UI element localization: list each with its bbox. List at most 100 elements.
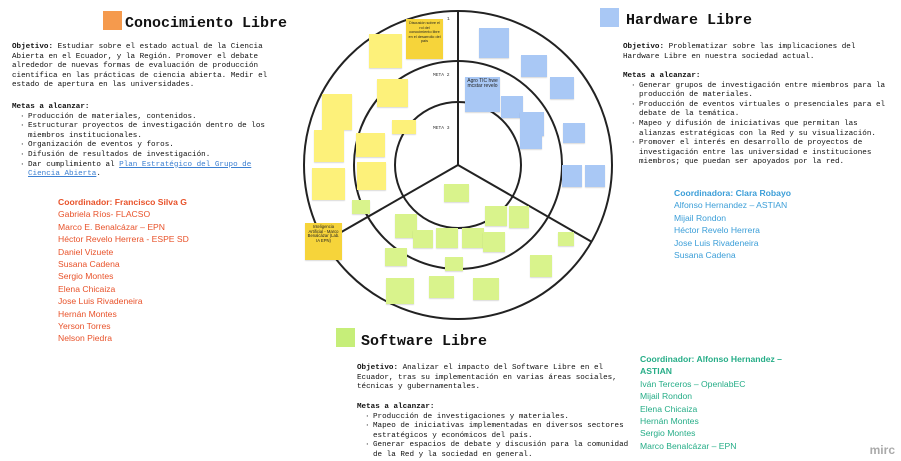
software-title: Software Libre <box>361 333 488 350</box>
sticky-note[interactable] <box>357 162 386 190</box>
sticky-note[interactable]: Discusión sobre el rol del conocimiento … <box>406 19 443 59</box>
blue-square-icon <box>600 8 619 27</box>
meta-item: Promover el interés en desarrollo de pro… <box>631 139 893 168</box>
sticky-note[interactable] <box>322 94 352 130</box>
member: Iván Terceros – OpenlabEC <box>640 378 746 389</box>
meta-item: Difusión de resultados de investigación. <box>20 151 287 161</box>
sticky-note[interactable] <box>562 165 582 187</box>
green-square-icon <box>336 328 355 347</box>
metas-label: Metas a alcanzar: <box>357 403 435 411</box>
member: Mijail Rondon <box>640 391 693 402</box>
objetivo-text: Problematizar sobre las implicaciones de… <box>623 43 856 61</box>
metas-label: Metas a alcanzar: <box>12 103 90 111</box>
objetivo-label: Objetivo: <box>623 43 665 51</box>
sticky-note[interactable]: Agro TIC hwe mcstar revelo <box>465 77 500 112</box>
sticky-note[interactable] <box>436 228 458 248</box>
objetivo-text: Estudiar sobre el estado actual de la Ci… <box>12 43 268 90</box>
member: Marco E. Benalcázar – EPN <box>58 221 165 232</box>
sticky-note[interactable]: Inteligencia Artificial - Marco Benalcáz… <box>305 223 342 260</box>
metas-label: Metas a alcanzar: <box>623 72 701 80</box>
sticky-note[interactable] <box>352 200 370 214</box>
member: Yerson Torres <box>58 321 111 332</box>
sticky-note[interactable] <box>473 278 499 300</box>
sticky-note[interactable] <box>521 55 547 77</box>
sticky-note[interactable] <box>385 248 407 266</box>
sticky-note[interactable] <box>444 184 469 202</box>
sticky-note[interactable] <box>563 123 585 143</box>
hardware-title: Hardware Libre <box>626 12 753 29</box>
member: Elena Chicaiza <box>640 403 698 414</box>
sticky-note[interactable] <box>312 168 345 200</box>
member: Héctor Revelo Herrera <box>674 225 760 236</box>
member: Jose Luis Rivadeneira <box>674 237 759 248</box>
conocimiento-metas: Metas a alcanzar: Producción de material… <box>12 103 287 180</box>
sticky-note[interactable] <box>520 135 542 149</box>
metas-list: Generar grupos de investigación entre mi… <box>623 82 893 168</box>
meta-item: Mapeo y difusión de iniciativas que perm… <box>631 120 893 139</box>
member: Hernán Montes <box>640 416 699 427</box>
objetivo-label: Objetivo: <box>357 364 399 372</box>
sticky-note[interactable] <box>520 112 544 136</box>
sticky-note[interactable] <box>483 232 505 252</box>
sticky-note[interactable] <box>429 276 454 298</box>
software-people: Coordinador: Alfonso Hernandez – ASTIAN … <box>640 353 800 452</box>
sticky-note[interactable] <box>386 278 414 304</box>
ring-label-meta-3: META 3 <box>433 126 450 131</box>
miro-logo: mirc <box>869 443 895 457</box>
metas-list: Producción de materiales, contenidos. Es… <box>12 113 287 180</box>
sticky-note[interactable] <box>369 34 402 68</box>
sticky-note[interactable] <box>509 206 529 228</box>
meta-item: Dar cumplimiento al Plan Estratégico del… <box>20 160 287 180</box>
member: Marco Benalcázar – EPN <box>640 440 737 451</box>
member: Elena Chicaiza <box>58 283 116 294</box>
software-objetivo: Objetivo: Analizar el impacto del Softwa… <box>357 364 619 393</box>
sticky-note[interactable] <box>356 133 385 157</box>
member: Sergio Montes <box>58 271 114 282</box>
meta-last-prefix: Dar cumplimiento al <box>28 160 120 169</box>
sticky-note[interactable] <box>314 130 344 162</box>
sticky-note[interactable] <box>530 255 552 277</box>
meta-item: Generar espacios de debate y discusión p… <box>365 441 632 460</box>
ring-label-meta-2: META 2 <box>433 73 450 78</box>
member: Susana Cadena <box>58 259 120 270</box>
meta-item: Producción de materiales, contenidos. <box>20 113 287 123</box>
objetivo-label: Objetivo: <box>12 43 54 51</box>
sticky-note[interactable] <box>479 28 509 58</box>
member: Daniel Vizuete <box>58 246 114 257</box>
member: Jose Luis Rivadeneira <box>58 296 143 307</box>
meta-item: Mapeo de iniciativas implementadas en di… <box>365 422 632 441</box>
meta-item: Estructurar proyectos de investigación d… <box>20 122 287 141</box>
meta-last-suffix: . <box>96 170 101 179</box>
sticky-note[interactable] <box>445 257 463 271</box>
sticky-note[interactable] <box>485 206 507 226</box>
meta-item: Producción de eventos virtuales o presen… <box>631 101 893 120</box>
conocimiento-coordinador: Coordinador: Francisco Silva G <box>58 197 187 207</box>
sticky-note[interactable] <box>585 165 605 187</box>
member: Sergio Montes <box>640 428 696 439</box>
sticky-note[interactable] <box>501 96 523 118</box>
sticky-note[interactable] <box>377 79 408 107</box>
plan-estrategico-link[interactable]: Plan Estratégico del Grupo de Ciencia Ab… <box>28 160 252 179</box>
sticky-note[interactable] <box>392 120 416 134</box>
meta-item: Organización de eventos y foros. <box>20 141 287 151</box>
orange-square-icon <box>103 11 122 30</box>
software-coordinador: Coordinador: Alfonso Hernandez – ASTIAN <box>640 354 782 377</box>
member: Mijail Rondon <box>674 212 727 223</box>
sticky-note[interactable] <box>558 232 574 246</box>
member: Gabriela Ríos- FLACSO <box>58 209 151 220</box>
member: Susana Cadena <box>674 250 736 261</box>
software-metas: Metas a alcanzar: Producción de investig… <box>357 403 632 461</box>
divider-right <box>457 164 593 243</box>
sticky-note[interactable] <box>395 214 417 238</box>
conocimiento-objetivo: Objetivo: Estudiar sobre el estado actua… <box>12 43 287 91</box>
member: Héctor Revelo Herrera - ESPE SD <box>58 234 189 245</box>
sticky-note[interactable] <box>550 77 574 99</box>
divider-left <box>323 164 459 243</box>
member: Alfonso Hernandez – ASTIAN <box>674 200 788 211</box>
sticky-note[interactable] <box>462 228 484 248</box>
sticky-note[interactable] <box>413 230 433 248</box>
conocimiento-people: Coordinador: Francisco Silva G Gabriela … <box>58 196 189 345</box>
ring-label-1: 1 <box>447 17 450 22</box>
hardware-metas: Metas a alcanzar: Generar grupos de inve… <box>623 72 893 168</box>
meta-item: Generar grupos de investigación entre mi… <box>631 82 893 101</box>
